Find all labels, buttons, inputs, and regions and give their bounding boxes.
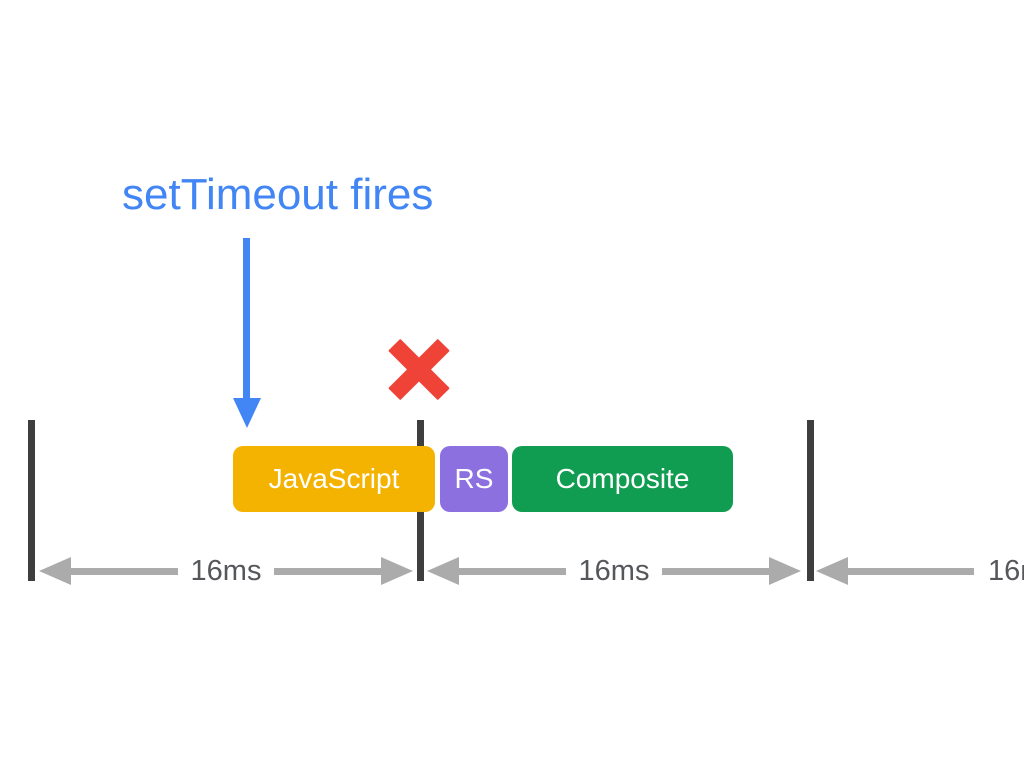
- interval-arrow-2: 16ms: [427, 554, 802, 587]
- task-rs: RS: [440, 446, 508, 512]
- task-rs-label: RS: [454, 463, 494, 494]
- interval-label-1: 16ms: [190, 554, 262, 587]
- interval-label-3: 16ms: [988, 554, 1024, 587]
- arrowhead-left-icon: [39, 557, 71, 585]
- settimeout-fires-label: setTimeout fires: [122, 170, 434, 219]
- down-arrow-icon: [232, 238, 261, 428]
- interval-label-2: 16ms: [578, 554, 650, 587]
- frame-boundary-bar-3: [807, 420, 814, 581]
- down-arrow-shaft: [243, 238, 250, 398]
- arrowhead-left-icon: [427, 557, 459, 585]
- task-composite-label: Composite: [555, 463, 690, 494]
- arrow-shaft: [459, 567, 566, 575]
- down-arrow-head: [232, 398, 261, 428]
- task-javascript: JavaScript: [233, 446, 435, 512]
- arrow-shaft: [274, 567, 382, 575]
- task-composite: Composite: [512, 446, 733, 512]
- arrow-shaft: [848, 567, 974, 575]
- x-mark-icon: [388, 338, 450, 401]
- arrow-shaft: [662, 567, 770, 575]
- interval-arrow-3: 16ms: [816, 554, 1024, 587]
- arrowhead-left-icon: [816, 557, 848, 585]
- frame-boundary-bar-1: [28, 420, 35, 581]
- arrowhead-right-icon: [381, 557, 414, 585]
- task-javascript-label: JavaScript: [268, 463, 400, 494]
- arrow-shaft: [71, 567, 178, 575]
- arrowhead-right-icon: [769, 557, 802, 585]
- interval-arrow-1: 16ms: [39, 554, 414, 587]
